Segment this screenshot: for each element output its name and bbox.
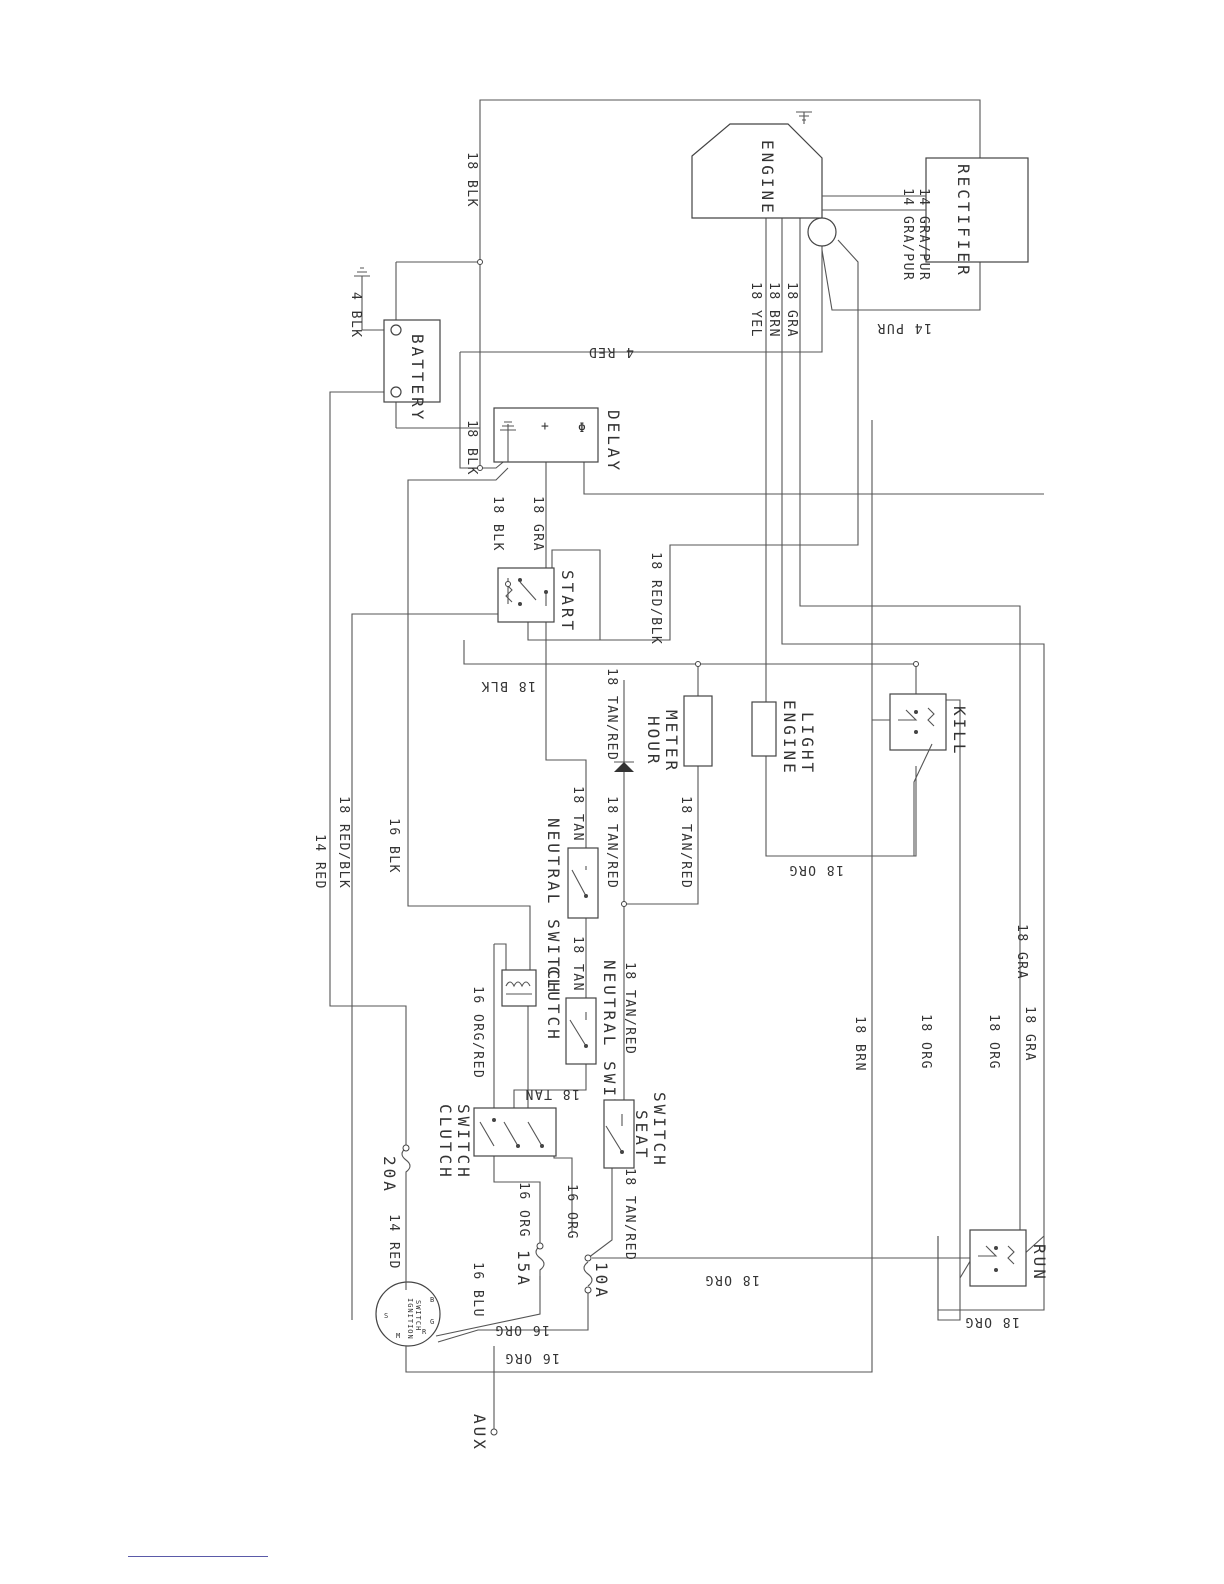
wire-18tan-2: 18 TAN — [570, 936, 585, 992]
ignition-label-2: SWITCH — [414, 1300, 422, 1331]
rectifier-label: RECTIFIER — [954, 164, 973, 278]
battery-label: BATTERY — [408, 334, 427, 422]
wire-18org-bottom: 18 ORG — [964, 1314, 1020, 1329]
aux-terminal: AUX — [470, 1414, 498, 1452]
wire-16org-3: 16 ORG — [494, 1322, 550, 1337]
wire-14grapur-2: 14 GRA/PUR — [916, 188, 931, 281]
run-label: RUN — [1030, 1244, 1049, 1282]
ignition-term-g: G — [430, 1318, 435, 1326]
wire-16org-2: 16 ORG — [564, 1184, 579, 1240]
hour-meter: HOUR METER — [614, 695, 713, 773]
fuse-10a — [583, 1261, 593, 1287]
wire-16org-4: 16 ORG — [504, 1350, 560, 1365]
hour-meter-label-2: METER — [662, 710, 681, 773]
fuse-10a-label: 10A — [592, 1262, 611, 1300]
diode-icon — [614, 762, 634, 772]
engine-light-label-1: ENGINE — [780, 700, 799, 776]
engine-label: ENGINE — [758, 140, 777, 216]
ignition-switch[interactable]: IGNITION SWITCH S B G R M — [375, 1281, 441, 1347]
wire-14red-1: 14 RED — [312, 834, 327, 890]
wire-18tanred-1: 18 TAN/RED — [604, 668, 619, 761]
rectifier: RECTIFIER — [822, 157, 1029, 278]
wire-18tanred-2: 18 TAN/RED — [604, 796, 619, 889]
starter-motor — [807, 217, 837, 247]
wire-16blk: 16 BLK — [386, 818, 401, 874]
wire-18org-kill: 18 ORG — [788, 862, 844, 877]
neutral-switch-label-lower: NEUTRAL SWITCH — [600, 960, 619, 1137]
wire-18redblk: 18 RED/BLK — [336, 796, 351, 889]
ignition-term-m: M — [396, 1332, 401, 1340]
wire-4red: 4 RED — [587, 344, 634, 359]
wire-4blk: 4 BLK — [348, 292, 363, 339]
fuse-20a-label: 20A — [380, 1156, 399, 1194]
fuse-15a-label: 15A — [514, 1250, 533, 1288]
seat-switch-label-1: SEAT — [632, 1110, 651, 1161]
wire-18tan-3: 18 TAN — [524, 1086, 580, 1101]
neutral-switch-upper: NEUTRAL SWITCH — [544, 818, 599, 995]
wire-labels: 18 BLK 14 GRA/PUR 14 GRA/PUR 14 PUR 4 BL… — [312, 152, 1037, 1365]
delay-label: DELAY — [604, 410, 623, 473]
wire-16blu: 16 BLU — [470, 1262, 485, 1318]
wire-18tan-1: 18 TAN — [570, 786, 585, 842]
wire-18gra-start: 18 GRA — [530, 496, 545, 552]
wire-18org-2: 18 ORG — [986, 1014, 1001, 1070]
wire-14pur: 14 PUR — [876, 320, 932, 335]
engine: ENGINE — [691, 111, 823, 219]
kill-relay: KILL — [872, 693, 969, 856]
wire-18tanred-5: 18 TAN/RED — [622, 1168, 637, 1261]
aux-label: AUX — [470, 1414, 489, 1452]
wire-18blk-mid: 18 BLK — [480, 678, 536, 693]
delay: DELAY + Φ — [493, 407, 623, 473]
run-relay: RUN — [969, 1229, 1049, 1287]
ignition-label-1: IGNITION — [406, 1298, 414, 1340]
wire-18gra-2: 18 GRA — [1014, 924, 1029, 980]
neutral-switch-lower: NEUTRAL SWITCH — [565, 960, 619, 1137]
wire-18blk-top: 18 BLK — [464, 152, 479, 208]
hour-meter-label-1: HOUR — [644, 716, 663, 767]
wire-18org-run: 18 ORG — [704, 1272, 760, 1287]
delay-load: Φ — [578, 421, 587, 436]
clutch-switch-label-2: SWITCH — [454, 1104, 473, 1180]
battery: BATTERY — [354, 267, 441, 422]
ignition-term-r: R — [422, 1328, 427, 1336]
start-relay: START — [497, 567, 577, 633]
wire-18org-1: 18 ORG — [918, 1014, 933, 1070]
neutral-switch-label-upper: NEUTRAL SWITCH — [544, 818, 563, 995]
delay-plus: + — [541, 419, 550, 434]
wire-18tanred-3: 18 TAN/RED — [678, 796, 693, 889]
wire-18redblk-start: 18 RED/BLK — [648, 552, 663, 645]
seat-switch-label-2: SWITCH — [650, 1092, 669, 1168]
wire-18brn: 18 BRN — [766, 282, 781, 338]
clutch-switch: CLUTCH SWITCH — [436, 1104, 557, 1180]
engine-light: ENGINE LIGHT — [751, 700, 817, 776]
engine-light-label-2: LIGHT — [798, 712, 817, 775]
fuse-20a — [401, 1147, 411, 1290]
wire-16org-1: 16 ORG — [516, 1182, 531, 1238]
wire-18yel: 18 YEL — [748, 282, 763, 338]
ignition-term-b: B — [430, 1296, 435, 1304]
seat-switch: SEAT SWITCH — [603, 1092, 669, 1169]
clutch-switch-label-1: CLUTCH — [436, 1104, 455, 1180]
start-label: START — [558, 570, 577, 633]
wire-14red-2: 14 RED — [386, 1214, 401, 1270]
wire-18brn-main: 18 BRN — [852, 1016, 867, 1072]
fuse-15a — [535, 1245, 545, 1280]
wire-18gra-1: 18 GRA — [1022, 1006, 1037, 1062]
footer-rule — [128, 1556, 268, 1557]
clutch-coil: CLUTCH — [501, 966, 563, 1042]
wire-18tanred-4: 18 TAN/RED — [622, 962, 637, 1055]
clutch-label: CLUTCH — [544, 966, 563, 1042]
wire-18blk-start: 18 BLK — [490, 496, 505, 552]
junctions — [477, 259, 919, 907]
wire-14grapur-1: 14 GRA/PUR — [900, 188, 915, 281]
wire-18blk-delay: 18 BLK — [464, 420, 479, 476]
wire-18gra: 18 GRA — [784, 282, 799, 338]
kill-label: KILL — [950, 706, 969, 757]
wire-16orgred: 16 ORG/RED — [470, 986, 485, 1079]
ignition-term-s: S — [384, 1312, 389, 1320]
fuses: 20A 15A 10A — [380, 1144, 611, 1300]
